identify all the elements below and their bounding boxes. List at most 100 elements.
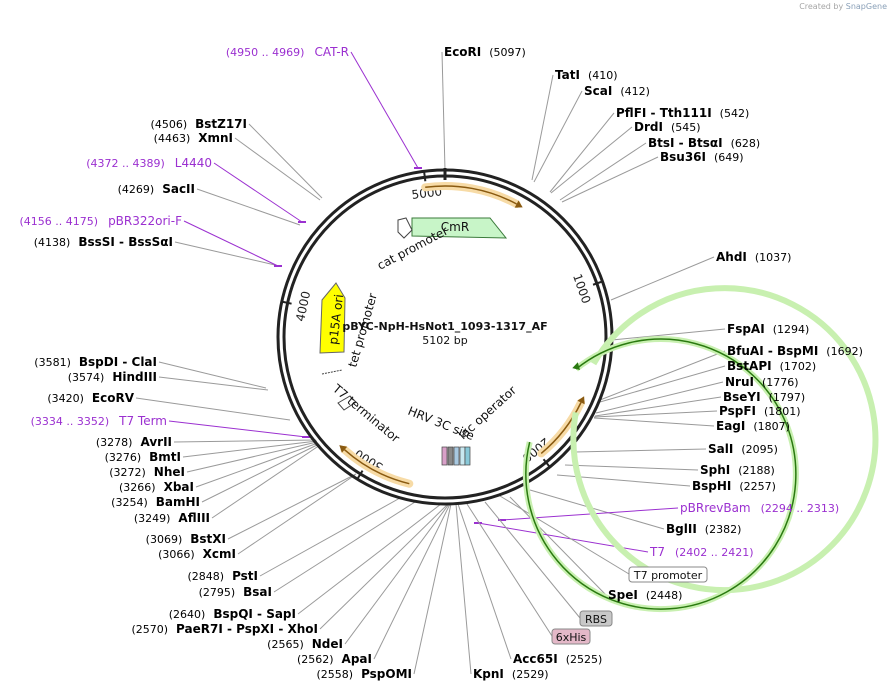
t7-terminator-arrow[interactable] [337,395,357,411]
site-bstapi[interactable]: BstAPI(1702) [727,359,816,373]
site-name: PstI [232,569,258,583]
site-name: PspFI [719,404,756,418]
primer-pbrrevbam[interactable]: pBRrevBam(2294 .. 2313) [680,501,839,515]
site-label: (3420)EcoRV [47,391,134,405]
site-leader [549,112,615,193]
primer-cat-r[interactable]: (4950 .. 4969)CAT-R [226,45,349,59]
site-paer7i-pspxi-xhoi[interactable]: (2570)PaeR7I - PspXI - XhoI [131,622,318,636]
site-xbai[interactable]: (3266)XbaI [119,480,194,494]
site-name: NruI [725,375,754,389]
site-pflfi-tth111i[interactable]: PflFI - Tth111I(542) [616,106,749,120]
site-eagi[interactable]: EagI(1807) [716,419,790,433]
site-label: DrdI(545) [634,120,701,134]
site-position: (1776) [762,376,799,389]
primer-l4440[interactable]: (4372 .. 4389)L4440 [86,156,212,170]
site-leader [196,188,301,226]
site-ecorv[interactable]: (3420)EcoRV [47,391,134,405]
site-hindiii[interactable]: (3574)HindIII [68,370,157,384]
site-leader [529,489,665,530]
site-position: (2795) [199,586,236,599]
mcs-feature-block[interactable] [453,446,460,466]
site-bstxi[interactable]: (3069)BstXI [146,532,226,546]
site-leader [441,51,446,171]
mcs-feature-block[interactable] [459,446,466,466]
site-drdi[interactable]: DrdI(545) [634,120,701,134]
scale-tick [281,300,292,305]
site-acc65i[interactable]: Acc65I(2525) [513,652,602,666]
site-bsphi[interactable]: BspHI(2257) [692,479,776,493]
primer-label: (3334 .. 3352)T7 Term [31,414,167,428]
site-label: BfuAI - BspMI(1692) [727,344,863,358]
p15a-ori-arrow[interactable] [319,282,346,354]
site-label: (4506)BstZ17I [151,117,247,131]
site-ahdi[interactable]: AhdI(1037) [716,250,791,264]
primer-range: (4156 .. 4175) [20,215,99,228]
site-bsai[interactable]: (2795)BsaI [199,585,272,599]
scale-tick-label: 1000 [570,272,593,305]
site-bsssi-bsss-i[interactable]: (4138)BssSI - BssSαI [34,235,173,249]
primer-t7-term[interactable]: (3334 .. 3352)T7 Term [31,414,167,428]
site-bseyi[interactable]: BseYI(1797) [723,390,805,404]
site-name: ScaI [584,84,612,98]
primer-range: (2294 .. 2313) [761,502,840,515]
feature-box-bg [579,610,613,627]
mcs-feature-block[interactable] [441,446,448,466]
primer-pbr322ori-f[interactable]: (4156 .. 4175)pBR322ori-F [20,214,183,228]
site-ndei[interactable]: (2565)NdeI [267,637,343,651]
site-name: NheI [154,465,185,479]
site-kpni[interactable]: KpnI(2529) [473,667,548,681]
site-bsu36i[interactable]: Bsu36I(649) [660,150,744,164]
site-bmti[interactable]: (3276)BmtI [105,450,181,464]
cat-promoter-arrow[interactable] [397,217,413,239]
site-label: Bsu36I(649) [660,150,744,164]
site-bfuai-bspmi[interactable]: BfuAI - BspMI(1692) [727,344,863,358]
feature-box-t7-promoter[interactable]: T7 promoter [628,566,708,583]
site-bspdi-clai[interactable]: (3581)BspDI - ClaI [34,355,157,369]
site-label: SalI(2095) [708,442,778,456]
site-bglii[interactable]: BglII(2382) [666,522,741,536]
site-sacii[interactable]: (4269)SacII [118,182,195,196]
site-xcmi[interactable]: (3066)XcmI [158,547,236,561]
site-label: FspAI(1294) [727,322,809,336]
site-nhei[interactable]: (3272)NheI [109,465,185,479]
site-nrui[interactable]: NruI (1776) [725,375,799,389]
site-btsi-bts-i[interactable]: BtsI - BtsαI(628) [648,136,760,150]
site-scai[interactable]: ScaI(412) [584,84,650,98]
site-bspqi-sapi[interactable]: (2640)BspQI - SapI [169,607,296,621]
site-position: (3254) [111,496,148,509]
site-fspai[interactable]: FspAI(1294) [727,322,809,336]
site-pspomi[interactable]: (2558)PspOMI [316,667,412,681]
feature-box-rbs[interactable]: RBS [579,610,613,627]
site-name: SacII [162,182,195,196]
primer-label: T7(2402 .. 2421) [649,545,754,559]
site-ecori[interactable]: EcoRI(5097) [444,45,526,59]
site-bstz17i[interactable]: (4506)BstZ17I [151,117,247,131]
site-pspfi[interactable]: PspFI(1801) [719,404,801,418]
leader-lines [135,51,726,675]
site-position: (2525) [566,653,603,666]
primer-t7[interactable]: T7(2402 .. 2421) [649,545,754,559]
mcs-feature-block[interactable] [464,446,471,466]
site-label: (2570)PaeR7I - PspXI - XhoI [131,622,318,636]
site-afliii[interactable]: (3249)AflIII [134,511,210,525]
site-sphi[interactable]: SphI(2188) [700,463,775,477]
site-label: SpeI(2448) [608,588,682,602]
site-psti[interactable]: (2848)PstI [187,569,258,583]
mcs-feature-block[interactable] [447,446,454,466]
site-position: (3266) [119,481,156,494]
primer-name: L4440 [175,156,212,170]
site-position: (2188) [738,464,775,477]
site-sali[interactable]: SalI(2095) [708,442,778,456]
site-apai[interactable]: (2562)ApaI [297,652,372,666]
primer-range: (4950 .. 4969) [226,46,305,59]
p15a-ori-label: p15A ori [326,294,346,346]
site-position: (5097) [489,46,526,59]
site-bamhi[interactable]: (3254)BamHI [111,495,200,509]
site-avrii[interactable]: (3278)AvrII [96,435,172,449]
feature-box-6xhis[interactable]: 6xHis [551,628,591,645]
site-leader [173,439,317,443]
site-xmni[interactable]: (4463)XmnI [154,131,233,145]
site-spei[interactable]: SpeI(2448) [608,588,682,602]
site-tati[interactable]: TatI(410) [555,68,618,82]
